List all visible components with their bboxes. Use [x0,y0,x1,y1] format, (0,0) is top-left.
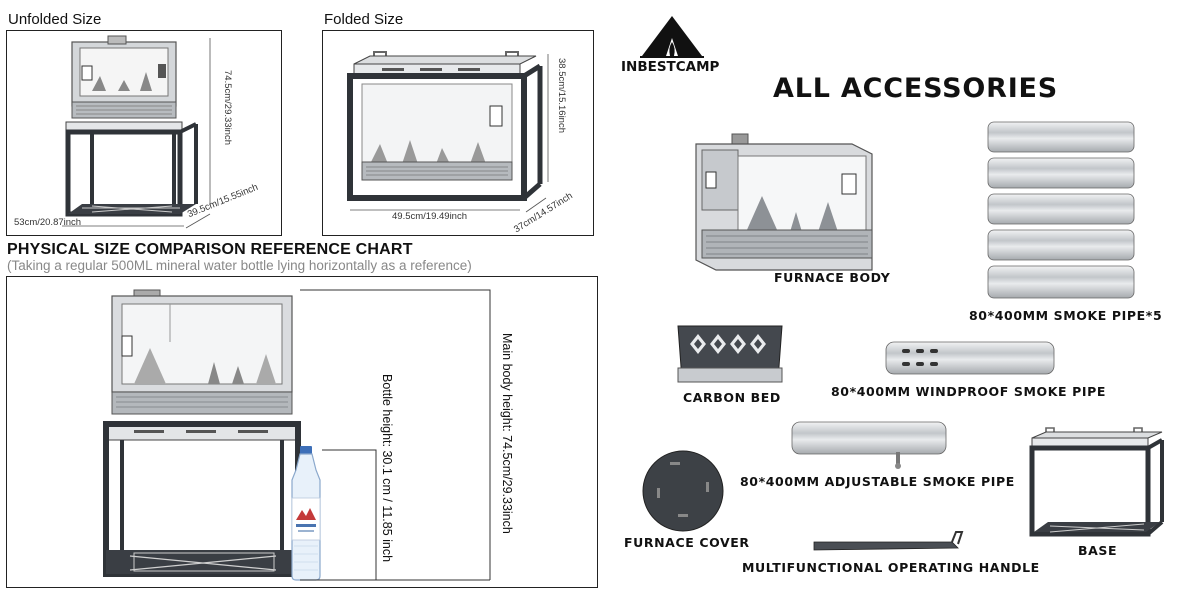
unfolded-height-label: 74.5cm/29.33inch [222,70,233,145]
accessory-label-carbon-bed: CARBON BED [683,390,781,405]
smoke-pipe-stack-image [987,121,1135,299]
brand-logo-icon [640,16,704,58]
operating-handle-image [813,531,964,551]
accessory-label-adjustable-pipe: 80*400MM ADJUSTABLE SMOKE PIPE [740,474,1015,489]
comparison-stove-illustration [103,289,301,577]
folded-height-label: 38.5cm/15.16inch [556,58,567,133]
bottle-height-label: Bottle height: 30.1 cm / 11.85 inch [380,374,394,563]
accessory-label-base: BASE [1078,543,1118,558]
base-frame-image [1029,427,1164,537]
main-body-height-label: Main body height: 74.5cm/29.33inch [500,333,514,534]
unfolded-stove-illustration [62,35,211,229]
accessory-label-furnace-body: FURNACE BODY [774,270,891,285]
accessory-label-operating-handle: MULTIFUNCTIONAL OPERATING HANDLE [742,560,1040,575]
folded-stove-illustration [347,51,549,213]
windproof-pipe-image [885,341,1055,375]
water-bottle-illustration [291,446,321,581]
unfolded-title: Unfolded Size [8,11,102,28]
comparison-subtitle: (Taking a regular 500ML mineral water bo… [7,258,472,273]
carbon-bed-image [677,325,783,383]
accessories-heading: ALL ACCESSORIES [773,73,1059,104]
accessory-label-windproof-pipe: 80*400MM WINDPROOF SMOKE PIPE [831,384,1107,399]
furnace-cover-image [642,450,724,532]
folded-width-label: 49.5cm/19.49inch [392,211,467,222]
furnace-body-image [695,133,873,271]
comparison-dimension-lines [300,289,491,581]
brand-name: INBESTCAMP [621,59,720,75]
unfolded-width-label: 53cm/20.87inch [14,217,82,228]
folded-title: Folded Size [324,11,404,28]
accessory-label-smoke-pipe: 80*400MM SMOKE PIPE*5 [969,308,1163,323]
comparison-title: PHYSICAL SIZE COMPARISON REFERENCE CHART [7,241,413,258]
accessory-label-furnace-cover: FURNACE COVER [624,535,750,550]
adjustable-pipe-image [791,421,947,469]
